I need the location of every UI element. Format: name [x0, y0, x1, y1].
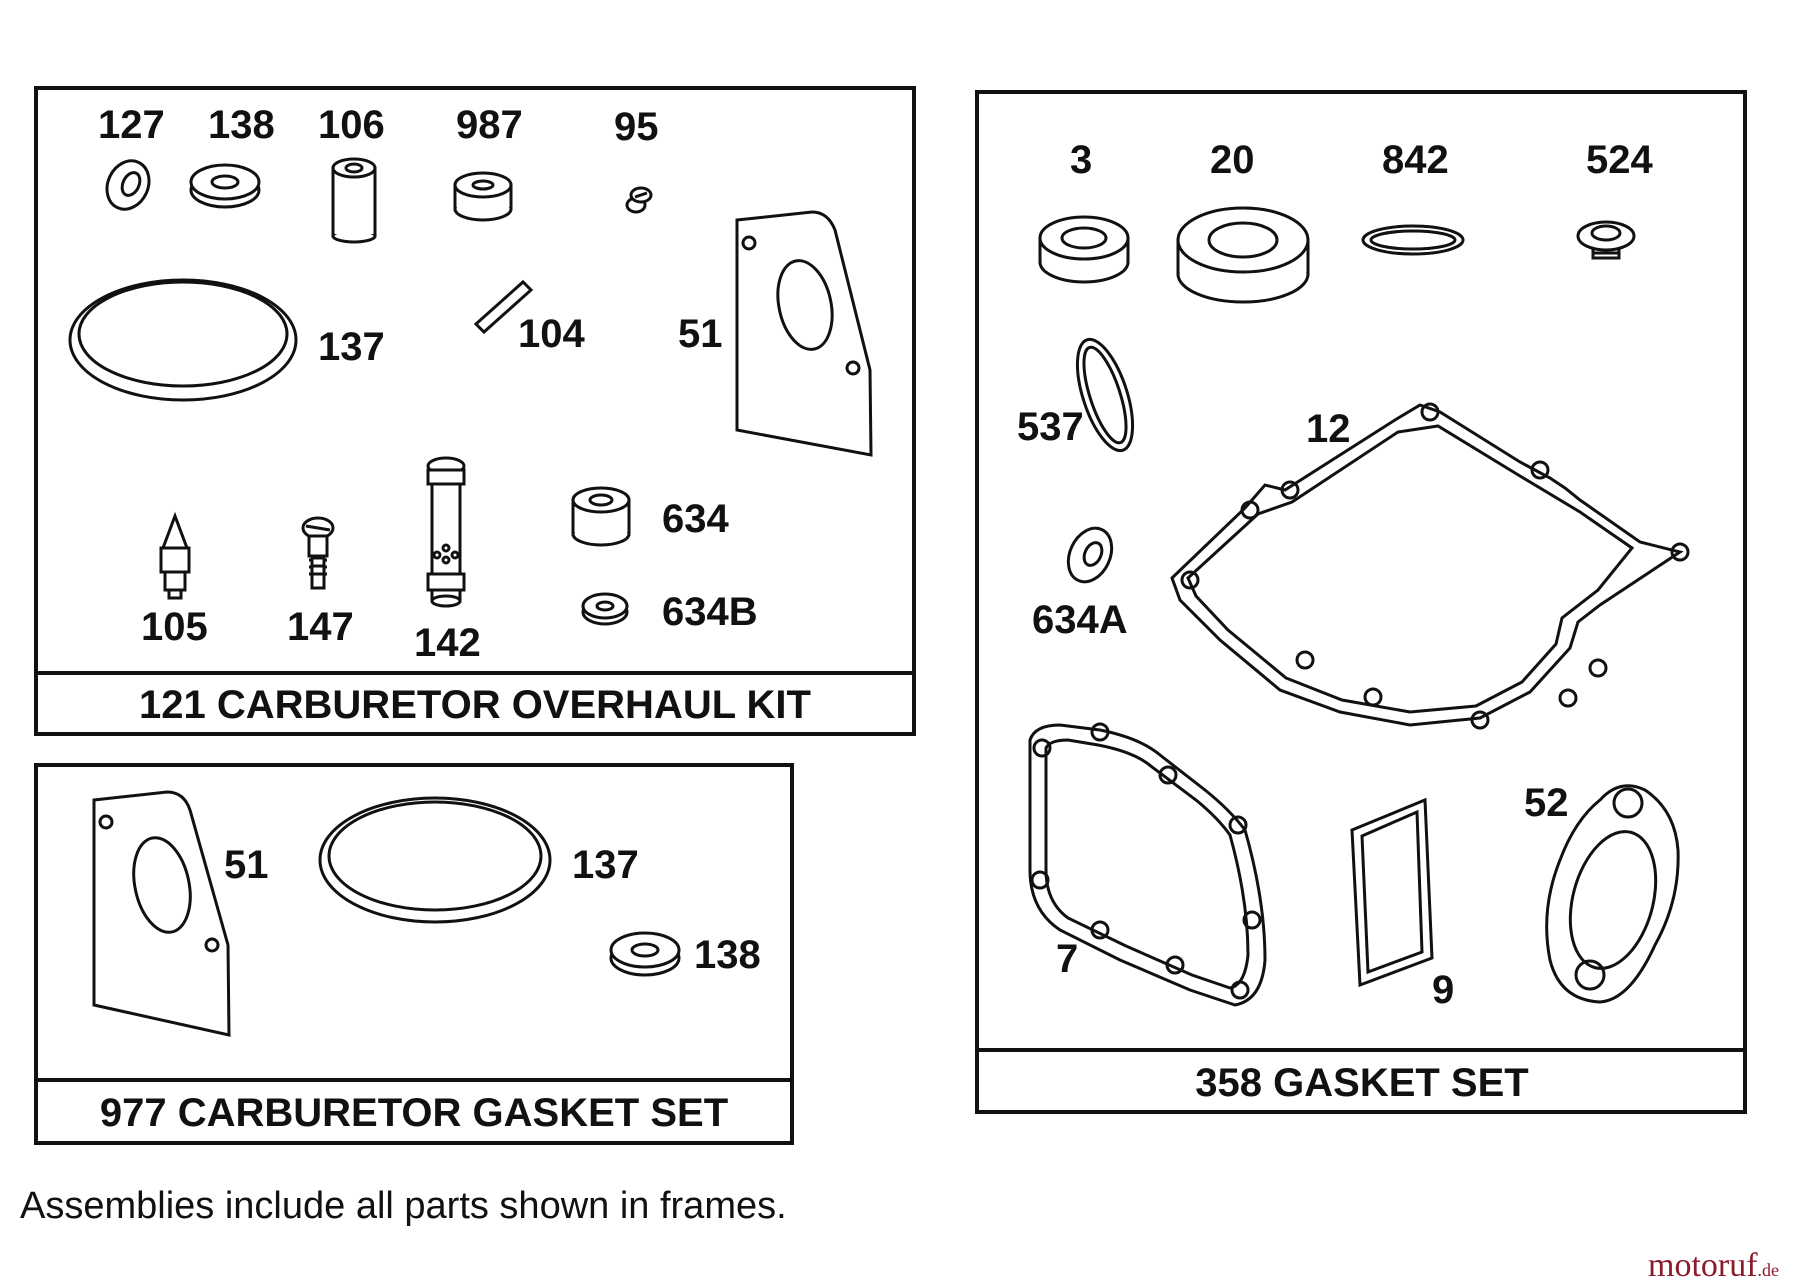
part-634a-washer	[1066, 526, 1114, 584]
overhaul-kit-frame: 121 CARBURETOR OVERHAUL KIT	[34, 86, 916, 736]
part-12-crankcase-gasket	[1170, 402, 1690, 730]
part-634-spacer	[571, 486, 631, 547]
label-842: 842	[1382, 138, 1449, 182]
label-7: 7	[1056, 937, 1078, 981]
part-842-ring	[1361, 224, 1465, 256]
label-105: 105	[141, 605, 208, 649]
label-9: 9	[1432, 968, 1454, 1012]
logo-brand: motoruf	[1648, 1247, 1758, 1284]
footnote: Assemblies include all parts shown in fr…	[20, 1185, 787, 1227]
part-3-oil-seal	[1038, 215, 1130, 284]
part-104-pin	[473, 279, 534, 335]
label-147: 147	[287, 605, 354, 649]
gasket-set-frame: 358 GASKET SET	[975, 90, 1747, 1114]
part-142-jet-tube	[426, 456, 466, 608]
label-104: 104	[518, 312, 585, 356]
label-51: 51	[678, 312, 723, 356]
part-95-screw	[625, 186, 653, 214]
motoruf-logo: motoruf.de	[1648, 1247, 1779, 1284]
label-106: 106	[318, 103, 385, 147]
label-51-set: 51	[224, 843, 269, 887]
label-52: 52	[1524, 781, 1569, 825]
label-137-set: 137	[572, 843, 639, 887]
label-138-set: 138	[694, 933, 761, 977]
part-137-o-ring	[68, 278, 298, 402]
svg-text:motoruf.de: motoruf.de	[1648, 1247, 1779, 1284]
part-51-gasket-plate-set	[92, 790, 231, 1037]
part-127-washer	[105, 159, 151, 211]
part-524-plug	[1576, 220, 1636, 260]
label-987: 987	[456, 103, 523, 147]
label-634b: 634B	[662, 590, 758, 634]
part-9-breather-gasket	[1350, 797, 1434, 988]
label-12: 12	[1306, 407, 1351, 451]
part-147-screw	[301, 516, 335, 590]
part-634b-washer	[581, 592, 629, 626]
part-987-ring	[453, 171, 513, 222]
label-138: 138	[208, 103, 275, 147]
part-106-bushing	[331, 157, 377, 244]
part-51-gasket-plate	[735, 210, 873, 457]
part-137-o-ring-set	[318, 796, 552, 924]
label-3: 3	[1070, 138, 1092, 182]
label-127: 127	[98, 103, 165, 147]
label-137: 137	[318, 325, 385, 369]
gasket-set-title: 358 GASKET SET	[1195, 1061, 1528, 1105]
carb-gasket-set-title: 977 CARBURETOR GASKET SET	[100, 1091, 728, 1135]
part-7-head-gasket	[1028, 722, 1267, 1007]
label-95: 95	[614, 105, 659, 149]
label-634a: 634A	[1032, 598, 1128, 642]
part-105-needle	[159, 511, 191, 600]
carb-gasket-set-frame: 977 CARBURETOR GASKET SET 51 137 138	[34, 763, 794, 1145]
part-20-oil-seal	[1176, 206, 1310, 304]
logo-suffix: .de	[1758, 1260, 1780, 1280]
overhaul-kit-title: 121 CARBURETOR OVERHAUL KIT	[139, 683, 811, 727]
label-537: 537	[1017, 405, 1084, 449]
part-138-washer	[189, 163, 261, 209]
label-634: 634	[662, 497, 729, 541]
part-537-o-ring	[1075, 337, 1135, 453]
part-52-intake-gasket	[1545, 784, 1680, 1004]
part-138-washer-set	[609, 931, 681, 977]
label-20: 20	[1210, 138, 1255, 182]
label-524: 524	[1586, 138, 1653, 182]
label-142: 142	[414, 621, 481, 665]
